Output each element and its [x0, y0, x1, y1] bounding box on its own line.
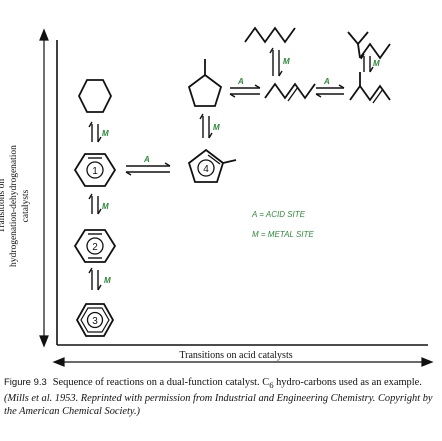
n-hexene — [264, 82, 316, 102]
label-a-3: A — [323, 77, 330, 86]
ring-label-4: 4 — [203, 164, 209, 175]
x-arrow-right — [421, 357, 434, 367]
figure-caption: Figure 9.3 Sequence of reactions on a dua… — [4, 376, 436, 419]
label-a-2: A — [237, 77, 244, 86]
ring-2-cyclohexadiene — [73, 229, 117, 263]
caption-text-2: hydro-carbons used as an example. — [273, 377, 422, 388]
x-arrow-left — [52, 357, 65, 367]
legend-metal: M = METAL SITE — [252, 230, 314, 239]
legend-acid: A = ACID SITE — [251, 210, 306, 219]
equilibrium-arrows — [88, 47, 374, 291]
methylcyclopentane — [187, 59, 223, 107]
label-m-4: M — [213, 123, 220, 132]
axes — [56, 40, 428, 346]
ring-4-methylcyclopentene — [187, 148, 237, 183]
ring-label-2: 2 — [92, 242, 98, 253]
caption-citation: (Mills et al. 1953. Reprinted with permi… — [4, 393, 433, 418]
ring-label-3: 3 — [92, 316, 98, 327]
y-axis-label: Transitions on hydrogenation-dehydrogena… — [0, 145, 31, 267]
y-arrow-down — [39, 335, 49, 348]
label-m-2: M — [102, 202, 109, 211]
x-axis-label: Transitions on acid catalysts — [179, 350, 293, 361]
y-arrow-up — [39, 28, 49, 41]
ring-label-1: 1 — [92, 166, 98, 177]
label-m-1: M — [102, 129, 109, 138]
isohexene — [349, 72, 391, 104]
cyclohexane — [77, 79, 113, 113]
label-m-6: M — [373, 59, 380, 68]
label-m-3: M — [104, 276, 111, 285]
axis-arrows — [39, 28, 434, 367]
caption-text: Sequence of reactions on a dual-function… — [52, 377, 270, 388]
ring-3-benzene — [75, 303, 115, 337]
figure-number: Figure 9.3 — [4, 377, 47, 388]
label-a-1: A — [143, 155, 150, 164]
n-hexane — [244, 26, 296, 44]
label-m-5: M — [283, 57, 290, 66]
caption-sub: 6 — [269, 380, 274, 391]
isohexane — [347, 31, 391, 60]
ring-1-cyclohexene — [73, 153, 117, 187]
